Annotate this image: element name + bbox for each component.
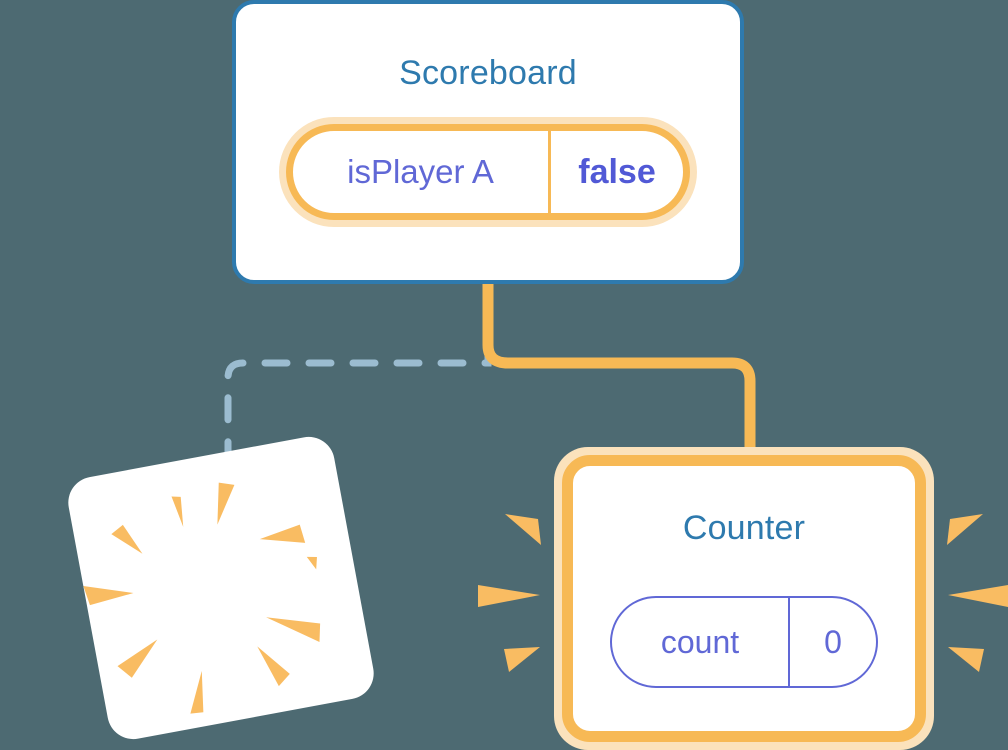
connector-solid-path bbox=[482, 282, 756, 468]
burst-ray bbox=[947, 514, 983, 545]
scoreboard-pill-key: isPlayer A bbox=[347, 153, 494, 190]
scoreboard-pill-value: false bbox=[548, 131, 683, 213]
counter-card[interactable]: Counter count 0 bbox=[554, 447, 934, 750]
pill-ring: isPlayer A false bbox=[286, 124, 690, 220]
counter-pill-value: 0 bbox=[788, 598, 876, 686]
counter-title: Counter bbox=[682, 509, 806, 547]
counter-pill-key: count bbox=[660, 623, 740, 660]
burst-ray bbox=[478, 585, 540, 607]
scoreboard-card[interactable]: Scoreboard isPlayer A false bbox=[232, 0, 744, 284]
scoreboard-title: Scoreboard bbox=[399, 54, 577, 92]
burst-ray bbox=[948, 585, 1008, 607]
counter-card-body: Counter count 0 bbox=[562, 455, 926, 742]
burst-ray bbox=[504, 647, 540, 672]
burst-ray bbox=[948, 647, 984, 672]
burst-ray bbox=[505, 514, 541, 545]
scoreboard-state-pill[interactable]: isPlayer A false bbox=[279, 117, 697, 227]
counter-state-pill[interactable]: count 0 bbox=[610, 596, 878, 688]
blank-card[interactable] bbox=[64, 432, 378, 744]
